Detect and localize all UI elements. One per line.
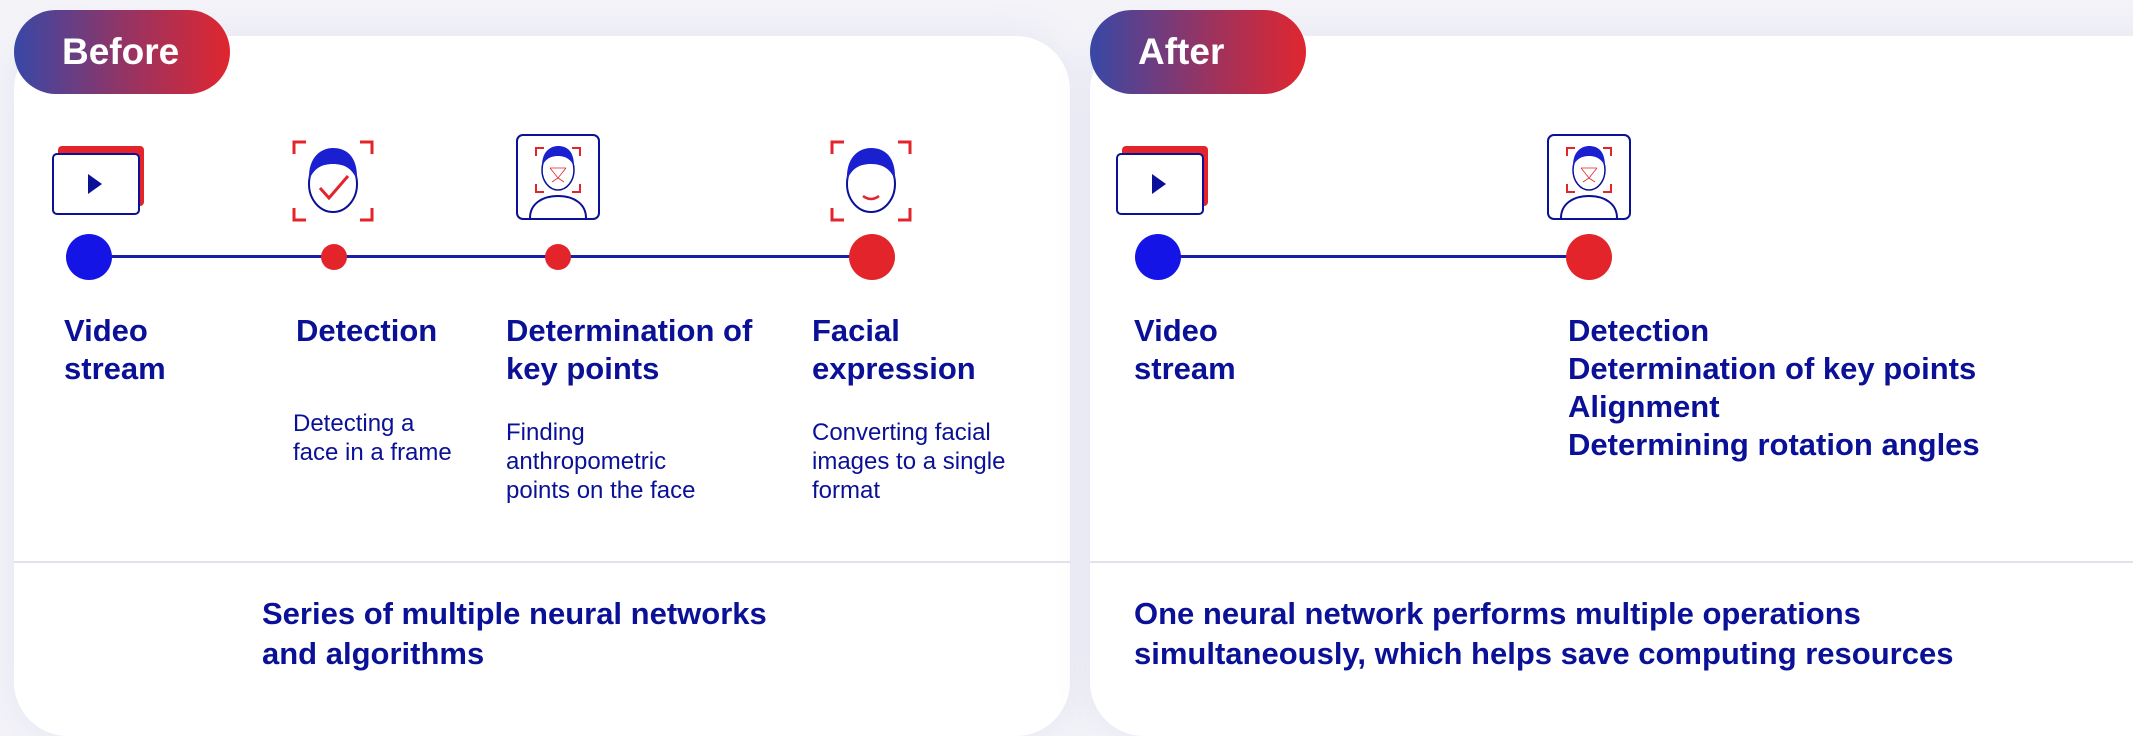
after-dot-video	[1135, 234, 1181, 280]
before-divider	[14, 561, 1070, 563]
after-title-rotation: Determining rotation angles	[1568, 427, 1980, 462]
after-step-title-video: Video stream	[1134, 313, 1236, 386]
after-timeline-line	[1158, 255, 1588, 258]
face-detection-icon	[292, 140, 374, 222]
before-dot-video	[66, 234, 112, 280]
step-desc-keypoints: Finding anthropometric points on the fac…	[506, 419, 696, 504]
before-summary: Series of multiple neural networks and a…	[262, 596, 767, 671]
before-dot-expression	[849, 234, 895, 280]
step-title-expression: Facial expression	[812, 313, 976, 386]
face-expression-icon	[830, 140, 912, 222]
before-dot-keypoints	[545, 244, 571, 270]
after-tag: After	[1090, 10, 1306, 94]
after-summary: One neural network performs multiple ope…	[1134, 596, 1954, 671]
step-title-video: Video stream	[64, 313, 166, 386]
after-title-alignment: Alignment	[1568, 389, 1720, 424]
after-step-title-combined: Detection Determination of key points Al…	[1568, 312, 2068, 464]
after-title-keypoints: Determination of key points	[1568, 351, 1977, 386]
before-tag: Before	[14, 10, 230, 94]
video-icon	[52, 146, 144, 215]
face-keypoints-icon	[1547, 134, 1631, 220]
after-dot-combined	[1566, 234, 1612, 280]
face-keypoints-icon	[516, 134, 600, 220]
step-desc-detection: Detecting a face in a frame	[293, 410, 452, 466]
before-dot-detection	[321, 244, 347, 270]
step-desc-expression: Converting facial images to a single for…	[812, 419, 1006, 504]
video-icon	[1116, 146, 1208, 215]
after-title-detection: Detection	[1568, 313, 1710, 348]
after-divider	[1090, 561, 2133, 563]
before-timeline-line	[88, 255, 888, 258]
step-title-keypoints: Determination of key points	[506, 313, 753, 386]
step-title-detection: Detection	[296, 313, 438, 348]
